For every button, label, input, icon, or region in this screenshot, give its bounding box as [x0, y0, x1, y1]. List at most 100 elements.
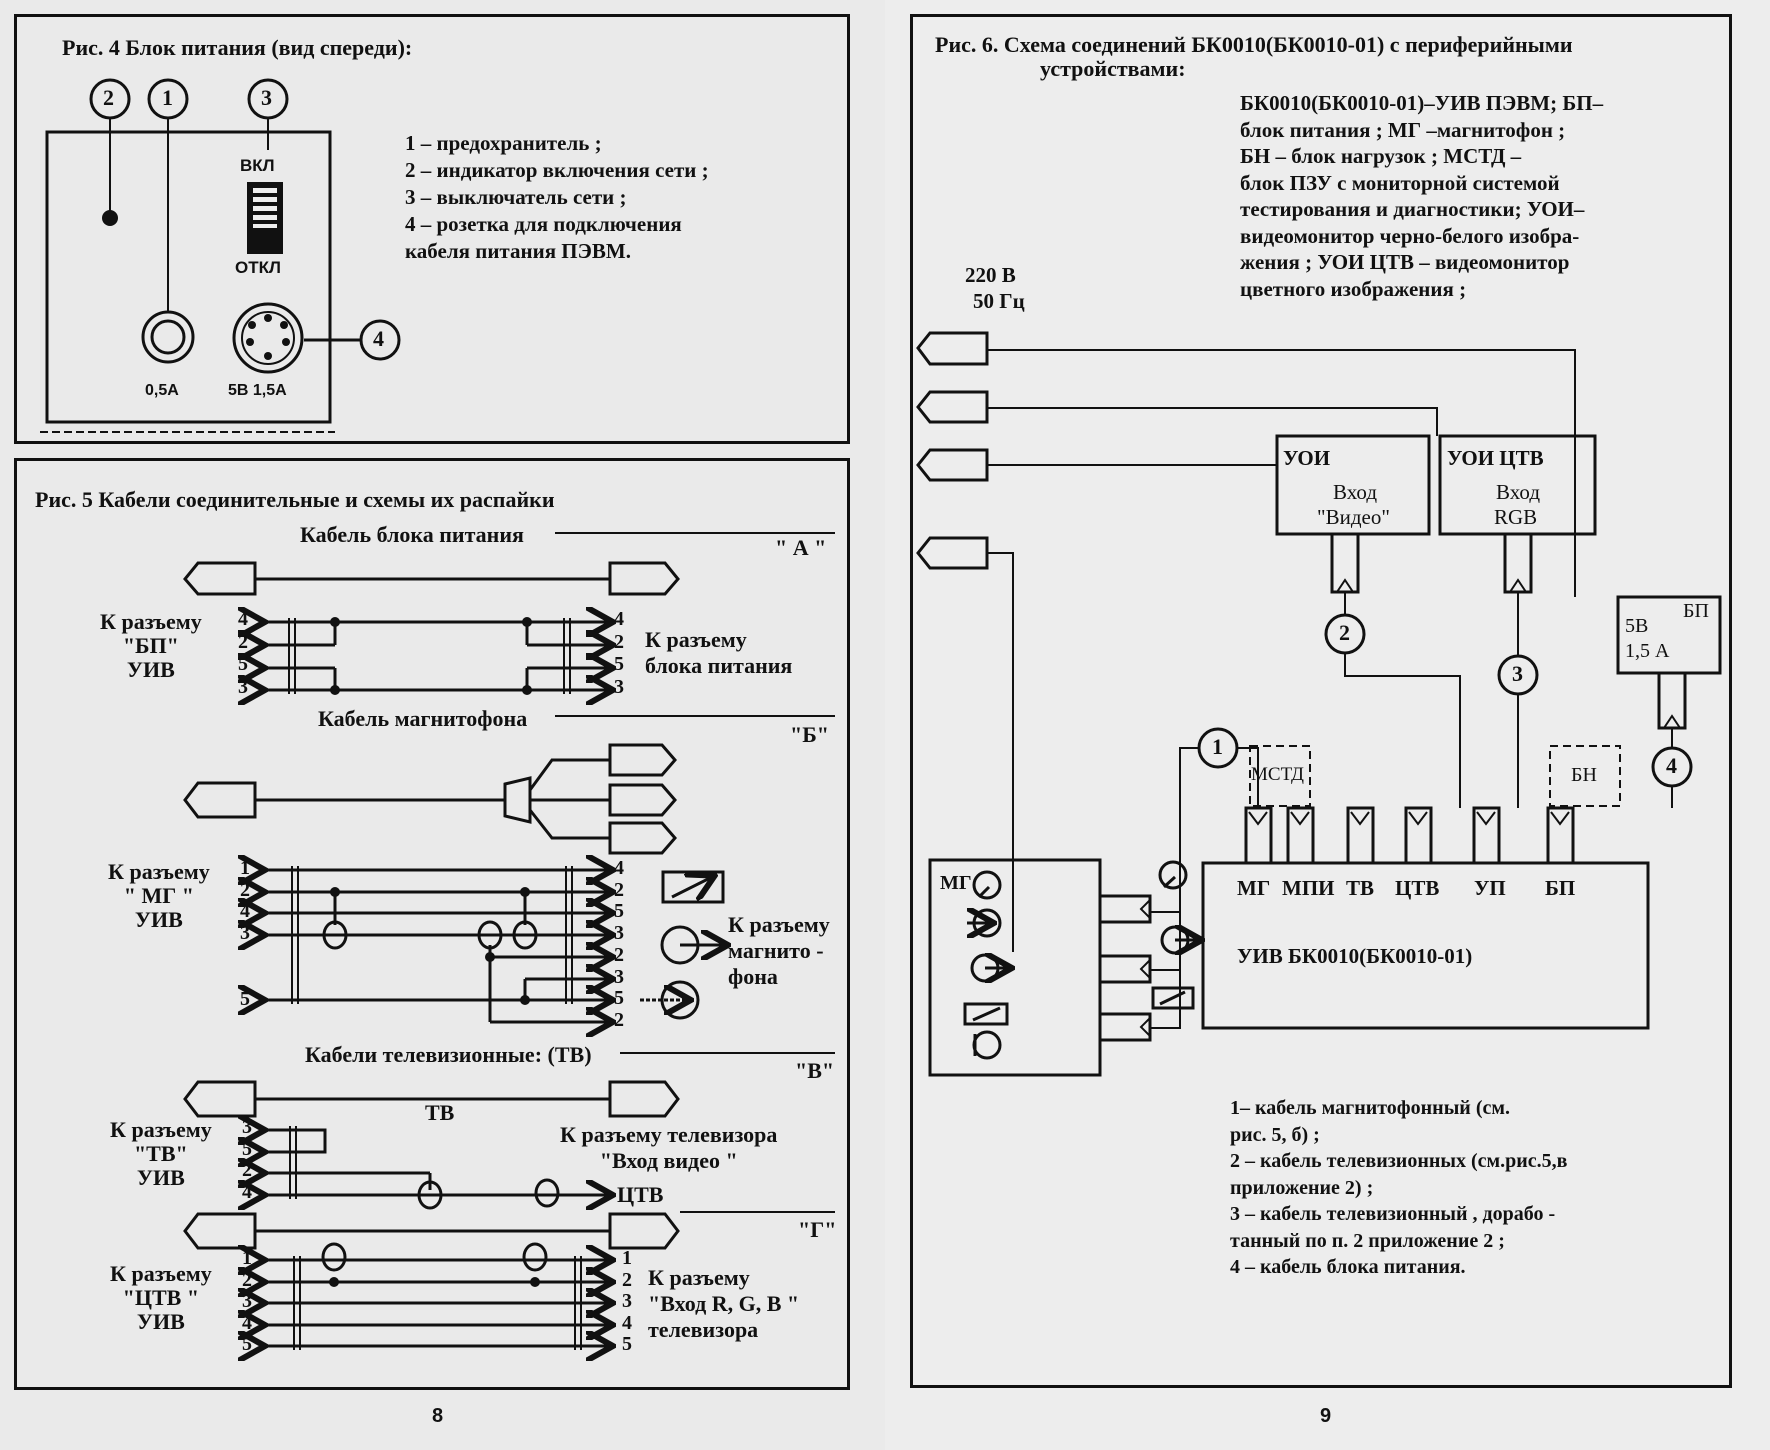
callout-4-label: 4	[1666, 753, 1677, 778]
line-input-icon	[640, 980, 700, 1020]
cable-v-sub-label: ТВ	[425, 1100, 455, 1125]
callout-1-label: 1	[162, 85, 173, 110]
cable-g-tag: "Г"	[798, 1217, 837, 1242]
fig4-legend: 1 – предохранитель ; 2 – индикатор включ…	[405, 131, 709, 263]
psu-front-panel	[45, 130, 332, 424]
cable-a-right-pins: 4 2 5 3	[614, 608, 624, 698]
uiv-title: УИВ БК0010(БК0010-01)	[1237, 944, 1473, 968]
cable-b-right-label: К разъему магнито - фона	[728, 912, 830, 989]
cable-g-right-label: К разъему "Вход R, G, B " телевизора	[648, 1265, 800, 1342]
cable-b-splitter	[503, 776, 532, 824]
uoi-ctv-line2: RGB	[1494, 505, 1538, 529]
microphone-input-icon	[661, 870, 725, 904]
fig6-drawing	[916, 331, 1722, 1077]
switch-off-label: ОТКЛ	[235, 258, 281, 277]
psu-current: 1,5 А	[1625, 640, 1670, 662]
uoi-ctv-title: УОИ ЦТВ	[1447, 446, 1544, 470]
cable-v-title: Кабели телевизионные: (ТВ)	[305, 1042, 592, 1067]
cable-mic-icon	[1151, 986, 1195, 1010]
uiv-port-ctv: ЦТВ	[1395, 876, 1440, 900]
cable-v-left-pins: 3 5 2 4	[242, 1116, 252, 1204]
cable-v-left-label: К разъему "ТВ" УИВ	[110, 1117, 212, 1190]
page-number-right: 9	[1320, 1405, 1332, 1427]
fig6-caption-line1: Рис. 6. Схема соединений БК0010(БК0010-0…	[935, 32, 1573, 57]
power-switch-icon	[247, 182, 283, 254]
cable-a-title: Кабель блока питания	[300, 522, 524, 547]
fig6-caption-line2: устройствами:	[1040, 56, 1186, 81]
cable-v-right-label: К разъему телевизора "Вход видео "	[560, 1122, 778, 1173]
callout-3-label: 3	[1512, 661, 1523, 686]
uiv-port-up: УП	[1474, 876, 1506, 900]
mstd-label: МСТД	[1251, 764, 1304, 785]
cable-a-left-label: К разъему "БП" УИВ	[100, 609, 202, 682]
mains-plug-2	[916, 390, 989, 424]
uiv-port-mg: МГ	[1237, 876, 1271, 900]
uiv-port-bp: БП	[1545, 876, 1576, 900]
cable-b-wiring	[262, 866, 610, 1022]
mains-spec: 220 В 50 Гц	[965, 263, 1025, 313]
fig4-drawing	[40, 78, 401, 433]
cable-b-tag: "Б"	[790, 722, 829, 747]
cable-b-title: Кабель магнитофона	[318, 706, 528, 731]
psu-title: БП	[1683, 600, 1709, 622]
cable-v-wiring	[262, 1126, 610, 1208]
bn-label: БН	[1571, 764, 1597, 786]
din-socket-icon	[232, 302, 304, 374]
cable-b-left-label: К разъему " МГ " УИВ	[108, 859, 210, 932]
cable-v-right-end: ЦТВ	[617, 1182, 664, 1207]
cable-g-wiring	[262, 1242, 610, 1350]
cable-output-icon	[1160, 927, 1199, 953]
cable-b-plug-1	[608, 743, 677, 777]
callout-2-label: 2	[103, 85, 114, 110]
cable-v-tag: "В"	[795, 1058, 835, 1083]
cable-a-tag: " А "	[775, 535, 827, 560]
callout-1-label: 1	[1212, 734, 1223, 759]
fig5-drawing	[183, 532, 835, 1450]
cable-a-left-pins: 4 2 5 3	[238, 608, 248, 698]
cable-a-left-plug	[183, 561, 257, 596]
cable-v-right-plug	[608, 1080, 680, 1118]
callout-2-label: 2	[1339, 620, 1350, 645]
cable-g-right-plug	[608, 1212, 680, 1250]
uoi-line1: Вход	[1333, 480, 1378, 504]
fig4-caption: Рис. 4 Блок питания (вид спереди):	[62, 35, 413, 60]
cable-g-left-label: К разъему "ЦТВ " УИВ	[110, 1261, 212, 1334]
socket-rating: 5В 1,5А	[228, 382, 287, 399]
fig5-frame	[14, 458, 850, 1390]
cable-b-plug-2	[608, 783, 677, 817]
page-left: Рис. 4 Блок питания (вид спереди):	[14, 14, 850, 1450]
cable-a-right-plug	[608, 561, 680, 596]
cable-a-wiring	[262, 617, 610, 695]
page-number-left: 8	[432, 1405, 444, 1427]
tape-reel-icon	[972, 870, 1002, 900]
callout-4-label: 4	[373, 326, 384, 351]
uiv-port-mpi: МПИ	[1282, 876, 1335, 900]
uiv-port-connectors	[1244, 806, 1575, 865]
cable-a-right-label: К разъему блока питания	[645, 627, 793, 678]
callout-3-label: 3	[261, 85, 272, 110]
cable-v-left-plug	[183, 1080, 257, 1118]
fuse-icon	[141, 310, 195, 364]
switch-on-label: ВКЛ	[240, 156, 275, 175]
uoi-title: УОИ	[1283, 446, 1331, 470]
fuse-rating: 0,5А	[145, 382, 179, 399]
uoi-ctv-line1: Вход	[1496, 480, 1541, 504]
mg-block-label: МГ	[940, 872, 972, 894]
page-right: Рис. 6. Схема соединений БК0010(БК0010-0…	[885, 0, 1770, 1450]
fig6-abbreviations: БК0010(БК0010-01)–УИВ ПЭВМ; БП– блок пит…	[1240, 91, 1604, 301]
cable-g-right-pins: 1 2 3 4 5	[622, 1247, 632, 1356]
psu-voltage: 5В	[1625, 615, 1649, 637]
uiv-port-tv: ТВ	[1346, 876, 1375, 900]
cable-b-right-pins: 4 2 5 3 2 3 5 2	[614, 857, 624, 1031]
tape-speaker-icon	[972, 1030, 1002, 1060]
mains-plug-1	[916, 331, 989, 366]
cable-g-left-pins: 1 2 3 4 5	[242, 1247, 252, 1356]
cable-b-left-pin-5: 5	[240, 988, 250, 1010]
fig6-legend: 1– кабель магнитофонный (см. рис. 5, б) …	[1230, 1097, 1568, 1278]
mains-plug-3	[916, 448, 989, 482]
tape-input-icon	[967, 910, 1002, 936]
cable-b-left-plug	[183, 781, 257, 819]
tape-mic-icon	[963, 1002, 1009, 1026]
cable-b-left-pins: 1 2 4 3	[240, 857, 250, 945]
fig5-caption: Рис. 5 Кабели соединительные и схемы их …	[35, 487, 555, 512]
